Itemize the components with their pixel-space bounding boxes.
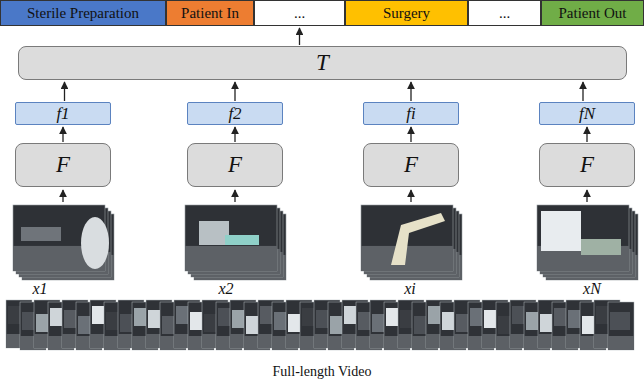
input-arrows <box>63 190 587 202</box>
video-frame <box>185 205 277 271</box>
input-arrow <box>410 190 411 202</box>
encoder-box: F <box>15 143 111 187</box>
flow-arrow <box>410 82 411 101</box>
video-frame <box>13 205 109 271</box>
feature-box: fN <box>539 102 635 125</box>
flow-arrow <box>410 127 411 142</box>
encoder-box: F <box>187 143 283 187</box>
node-text: fN <box>579 104 595 124</box>
video-frame <box>608 302 634 350</box>
input-label: x1 <box>32 280 47 298</box>
flow-arrow <box>299 28 300 45</box>
node-text: Patient In <box>181 5 239 22</box>
node-text: ... <box>499 5 510 22</box>
input-label: xi <box>404 280 416 298</box>
phase-segment: ... <box>468 0 541 26</box>
caption-label: Full-length Video <box>273 364 372 380</box>
phase-segment: ... <box>254 0 345 26</box>
flow-arrow <box>582 82 583 101</box>
phase-segment: Sterile Preparation <box>0 0 166 26</box>
input-arrow <box>62 190 63 202</box>
node-text: f2 <box>228 104 241 124</box>
video-frame <box>537 205 629 271</box>
flow-arrow <box>234 127 235 142</box>
temporal-model-box: T <box>18 46 627 80</box>
video-frame <box>361 205 453 271</box>
feature-box: f1 <box>15 102 111 125</box>
phase-segment: Surgery <box>345 0 468 26</box>
node-text: T <box>316 50 329 76</box>
node-text: fi <box>406 104 415 124</box>
node-text: f1 <box>56 104 69 124</box>
input-arrow <box>586 190 587 202</box>
input-label: x2 <box>218 280 233 298</box>
node-text: F <box>228 152 242 178</box>
node-text: Patient Out <box>559 5 627 22</box>
feature-box: f2 <box>187 102 283 125</box>
phase-segment: Patient In <box>166 0 254 26</box>
node-text: Surgery <box>383 5 430 22</box>
flow-arrow <box>62 127 63 142</box>
video-frames <box>13 205 638 280</box>
encoder-box: F <box>363 143 459 187</box>
flow-arrow <box>586 127 587 142</box>
film-strip <box>6 300 634 350</box>
node-text: F <box>580 152 594 178</box>
node-text: ... <box>294 5 305 22</box>
flow-arrow <box>64 82 65 101</box>
input-label: xN <box>583 280 601 298</box>
node-text: Sterile Preparation <box>27 5 139 22</box>
node-text: F <box>56 152 70 178</box>
flow-arrow <box>234 82 235 101</box>
input-arrow <box>234 190 235 202</box>
encoder-box: F <box>539 143 635 187</box>
node-text: F <box>404 152 418 178</box>
feature-box: fi <box>363 102 459 125</box>
phase-segment: Patient Out <box>541 0 644 26</box>
